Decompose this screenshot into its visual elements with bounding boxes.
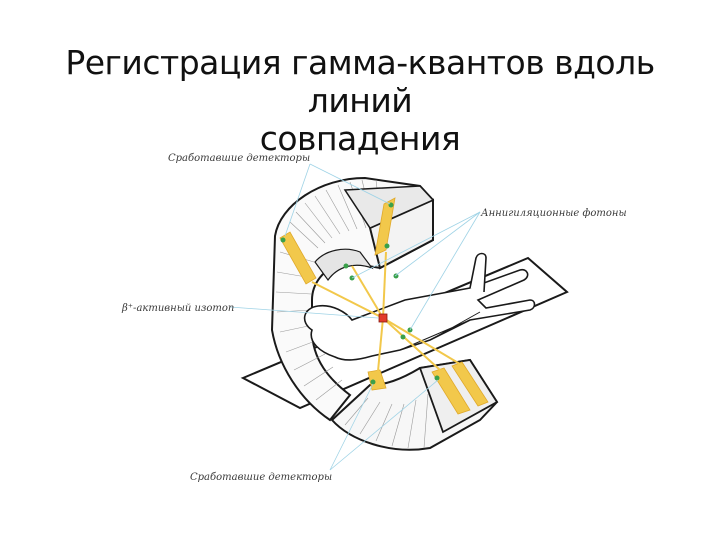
label-detectors-top: Сработавшие детекторы (168, 153, 310, 164)
photon-marker (281, 238, 286, 243)
label-isotope: β⁺-активный изотоп (121, 303, 234, 314)
isotope-point (379, 314, 387, 322)
label-detectors-bottom: Сработавшие детекторы (190, 472, 332, 483)
photon-marker (435, 376, 440, 381)
photon-marker (385, 244, 390, 249)
label-annihilation-photons: Аннигиляционные фотоны (480, 208, 627, 219)
patient-raised-arm (470, 254, 486, 293)
photon-marker (344, 264, 349, 269)
photon-marker (371, 380, 376, 385)
photon-marker (401, 335, 406, 340)
